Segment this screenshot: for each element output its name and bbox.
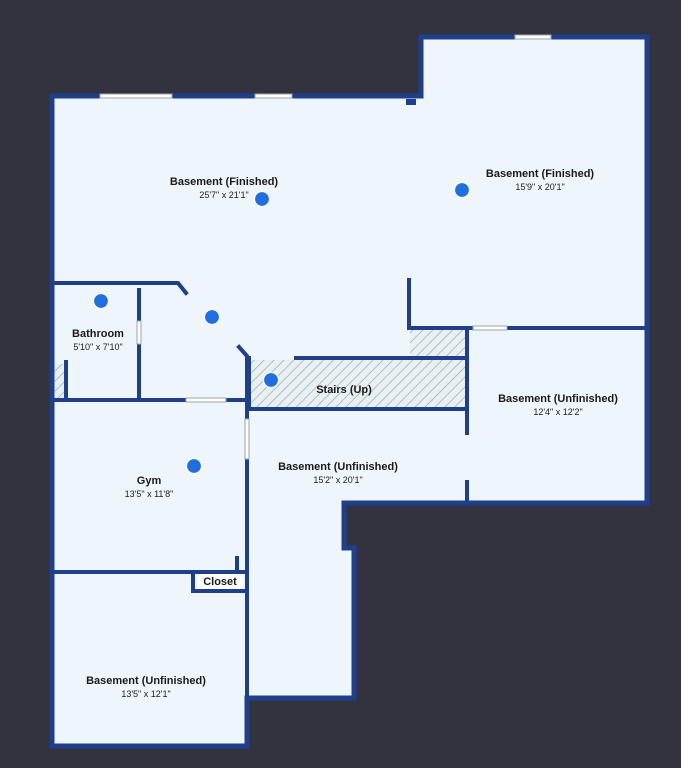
room-name: Stairs (Up) [316,384,372,396]
photo-marker-dot[interactable] [453,181,471,199]
room-name: Basement (Unfinished) [86,675,206,687]
room-name: Basement (Finished) [170,176,279,188]
windows [99,34,552,460]
room-dims: 5'10" x 7'10" [73,342,122,352]
photo-marker-dot[interactable] [262,371,280,389]
landing-hatch [410,328,466,358]
closet-label-bg [197,574,243,589]
room-name: Gym [137,475,162,487]
room-labels: Basement (Finished) 25'7" x 21'1" Baseme… [72,168,618,699]
room-dims: 25'7" x 21'1" [199,190,248,200]
photo-markers[interactable] [92,181,471,475]
stairs-hatch [249,360,465,408]
bathroom-fixture-hatch [55,364,66,400]
room-dims: 12'4" x 12'2" [533,407,582,417]
outer-wall [49,34,650,749]
photo-marker-dot[interactable] [253,190,271,208]
room-name: Basement (Finished) [486,168,595,180]
room-dims: 13'5" x 11'8" [125,489,174,499]
room-name: Basement (Unfinished) [278,461,398,473]
room-dims: 15'2" x 20'1" [313,475,362,485]
interior-walls [50,278,649,700]
room-name: Basement (Unfinished) [498,393,618,405]
photo-marker-dot[interactable] [185,457,203,475]
room-name: Closet [203,576,237,588]
room-name: Bathroom [72,328,124,340]
room-dims: 13'5" x 12'1" [121,689,170,699]
room-dims: 15'9" x 20'1" [515,182,564,192]
photo-marker-dot[interactable] [92,292,110,310]
photo-marker-dot[interactable] [203,308,221,326]
